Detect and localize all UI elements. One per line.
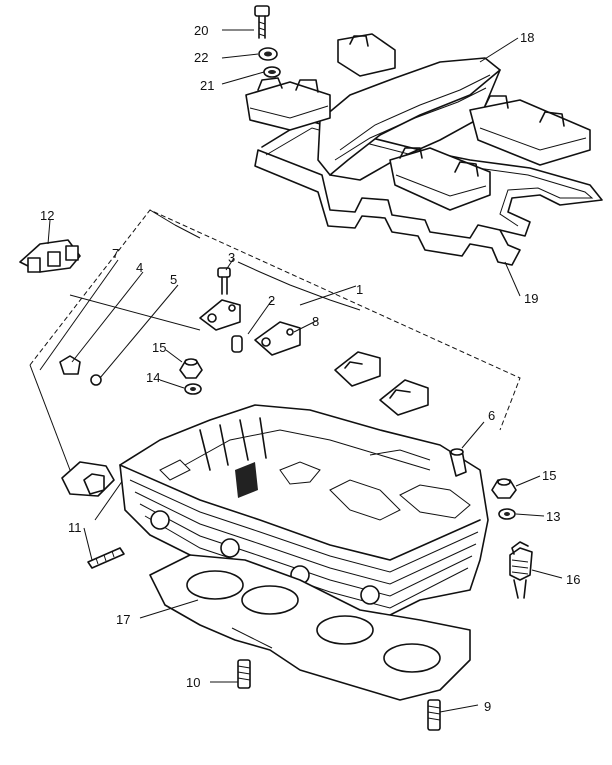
callout-4: 4 xyxy=(136,260,143,275)
callout-2: 2 xyxy=(268,293,275,308)
cam-cap-bolt xyxy=(217,267,231,295)
tensioner-bracket xyxy=(61,461,115,497)
valve-guide-6 xyxy=(449,448,467,477)
cap-nut-4 xyxy=(59,355,81,375)
cover-washer xyxy=(263,66,281,78)
cylinder-head xyxy=(119,404,489,621)
callout-3: 3 xyxy=(228,250,235,265)
washer-13 xyxy=(498,508,516,520)
callout-9: 9 xyxy=(484,699,491,714)
callout-20: 20 xyxy=(194,23,208,38)
callout-17: 17 xyxy=(116,612,130,627)
callout-18: 18 xyxy=(520,30,534,45)
cam-cap-3 xyxy=(334,351,381,387)
callout-15-right: 15 xyxy=(542,468,556,483)
acorn-nut-15-left xyxy=(179,358,203,379)
callout-12: 12 xyxy=(40,208,54,223)
callout-22: 22 xyxy=(194,50,208,65)
callout-7: 7 xyxy=(112,246,119,261)
cam-cap-2 xyxy=(254,321,301,356)
callout-10: 10 xyxy=(186,675,200,690)
cover-bolt xyxy=(254,5,270,39)
callout-6: 6 xyxy=(488,408,495,423)
acorn-nut-15-right xyxy=(491,478,517,499)
callout-13: 13 xyxy=(546,509,560,524)
spark-plug xyxy=(509,541,533,599)
callout-5: 5 xyxy=(170,272,177,287)
leader-lines xyxy=(39,29,563,713)
callout-labels: 20 22 21 18 19 12 7 4 5 3 2 1 8 15 14 6 … xyxy=(40,23,580,714)
callout-11: 11 xyxy=(68,520,82,535)
head-gasket xyxy=(149,554,471,701)
stud-10 xyxy=(237,659,251,689)
cam-cap-guide-lines xyxy=(29,209,521,521)
rubber-washer xyxy=(258,47,278,61)
cam-cap-4 xyxy=(379,379,429,416)
stud-11 xyxy=(87,547,125,569)
callout-19: 19 xyxy=(524,291,538,306)
chain-guide xyxy=(19,239,81,273)
callout-8: 8 xyxy=(312,314,319,329)
callout-14: 14 xyxy=(146,370,160,385)
callout-16: 16 xyxy=(566,572,580,587)
callout-1: 1 xyxy=(356,282,363,297)
stud-9 xyxy=(427,699,441,731)
cam-caps-left xyxy=(245,77,331,131)
cam-cap-1 xyxy=(199,299,241,331)
dowel-pin xyxy=(231,335,243,353)
callout-21: 21 xyxy=(200,78,214,93)
callout-15-left: 15 xyxy=(152,340,166,355)
o-ring-5 xyxy=(90,374,102,386)
cam-caps-right xyxy=(337,33,591,211)
washer-14 xyxy=(184,383,202,395)
